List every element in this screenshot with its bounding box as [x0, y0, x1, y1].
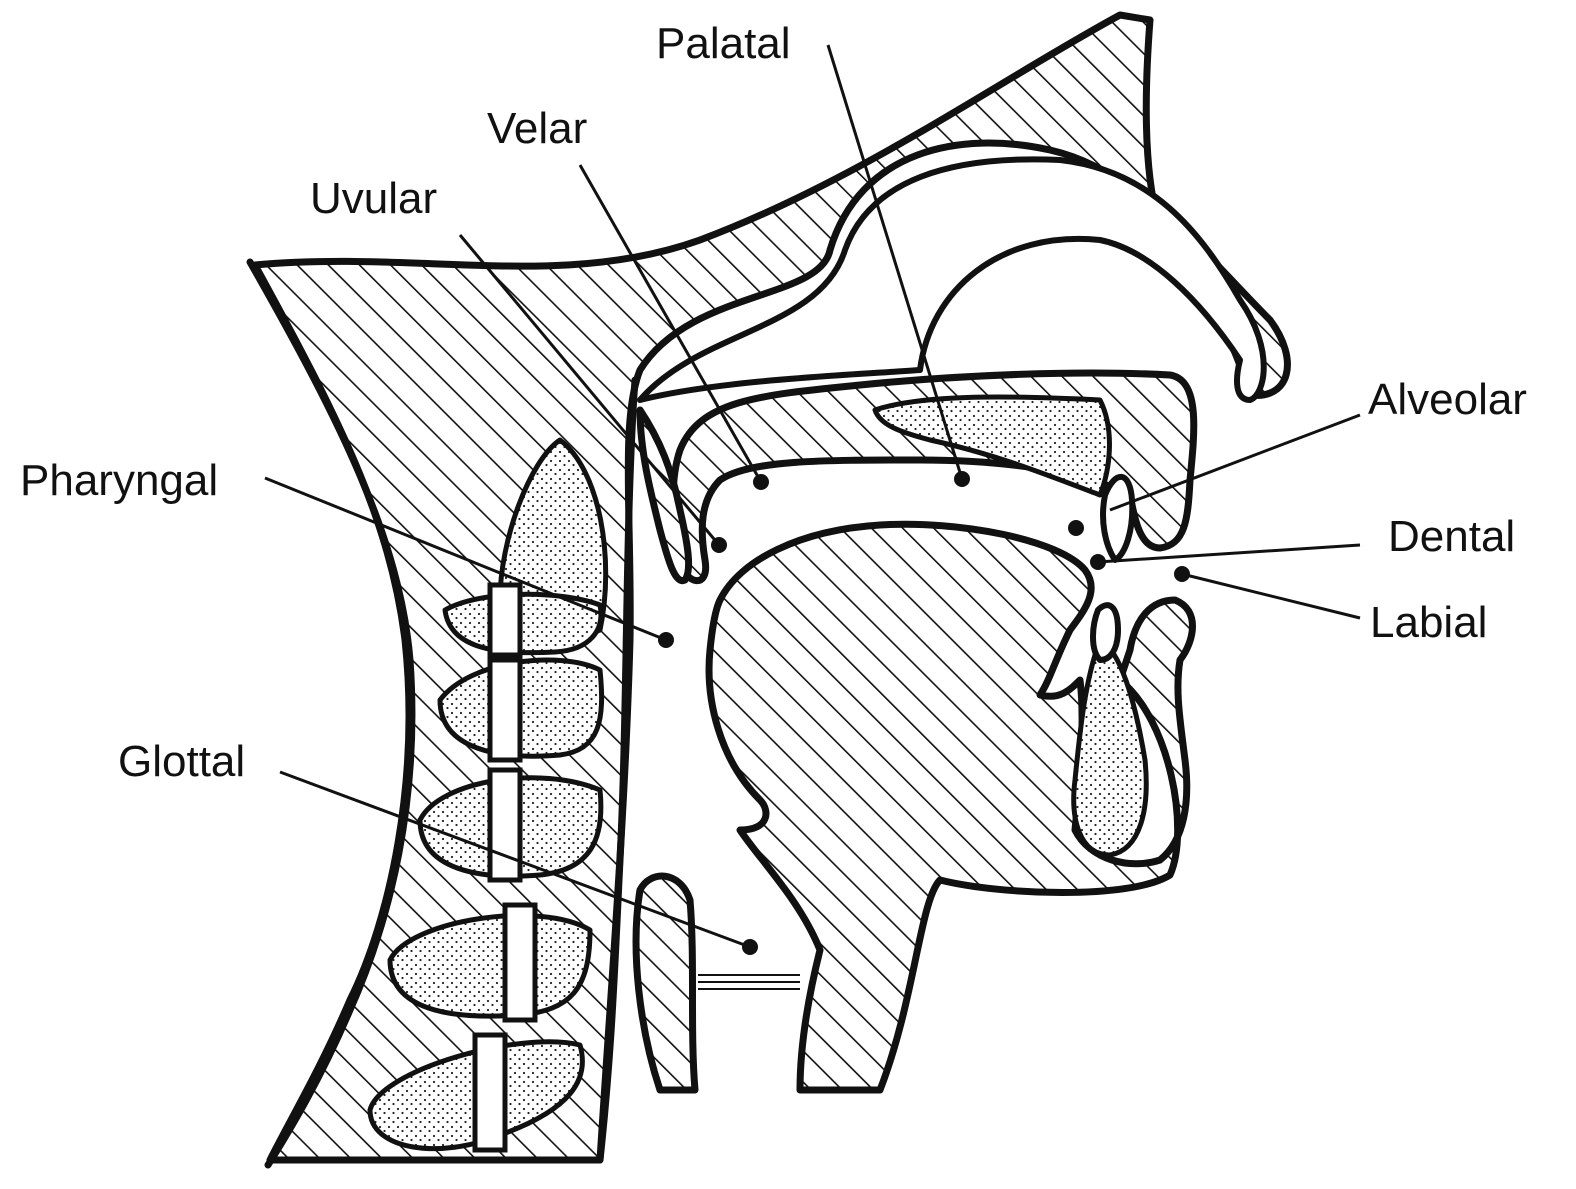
- labial-label: Labial: [1370, 598, 1487, 647]
- palatal-label: Palatal: [656, 19, 791, 68]
- tongue: [709, 524, 1192, 1090]
- uvular-label: Uvular: [310, 174, 437, 223]
- alveolar-point: [1068, 520, 1084, 536]
- epiglottis: [636, 876, 800, 1090]
- alveolar-label: Alveolar: [1368, 375, 1527, 424]
- lower-incisor: [1093, 605, 1118, 660]
- dental-leader: [1098, 545, 1360, 562]
- glottal-label: Glottal: [118, 737, 245, 786]
- labial-leader: [1182, 574, 1360, 618]
- dental-label: Dental: [1388, 512, 1515, 561]
- pharyngal-label: Pharyngal: [20, 456, 218, 505]
- upper-incisor: [1103, 477, 1132, 560]
- velar-label: Velar: [487, 104, 587, 153]
